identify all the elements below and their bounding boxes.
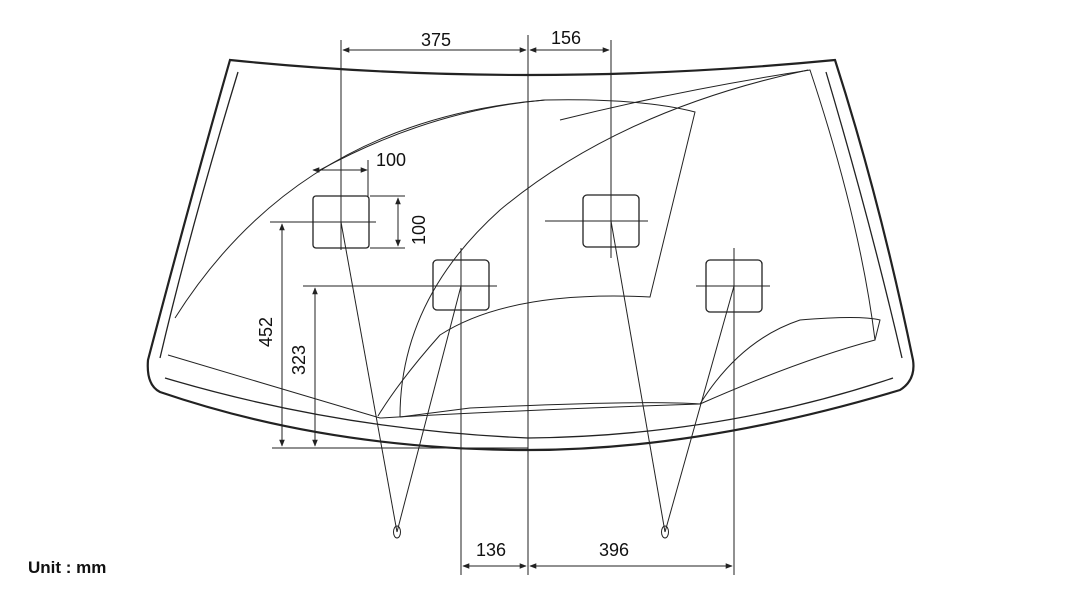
dimension-bottom-right: 396 [529,540,733,569]
svg-text:396: 396 [599,540,629,560]
wiper-pivot-right [610,220,735,539]
windshield-outline [146,58,915,452]
svg-text:323: 323 [289,345,309,375]
dimension-height-inner: 323 [289,287,318,447]
wiper-pivot-left [340,221,462,539]
svg-text:100: 100 [376,150,406,170]
dimension-box-width: 100 [312,150,406,196]
dimension-top-left: 375 [342,30,527,53]
svg-text:100: 100 [409,215,429,245]
dimension-height-outer: 452 [256,223,528,449]
svg-text:375: 375 [421,30,451,50]
dimension-box-height: 100 [370,195,429,249]
test-zone-2 [303,248,497,575]
svg-text:452: 452 [256,317,276,347]
dimension-bottom-left: 136 [462,540,527,569]
test-zone-1 [270,40,376,250]
test-zone-4 [696,248,770,575]
dimension-top-right: 156 [529,28,610,53]
svg-text:156: 156 [551,28,581,48]
unit-label: Unit : mm [28,558,107,577]
wiper-sweep-area [167,69,881,419]
svg-text:136: 136 [476,540,506,560]
